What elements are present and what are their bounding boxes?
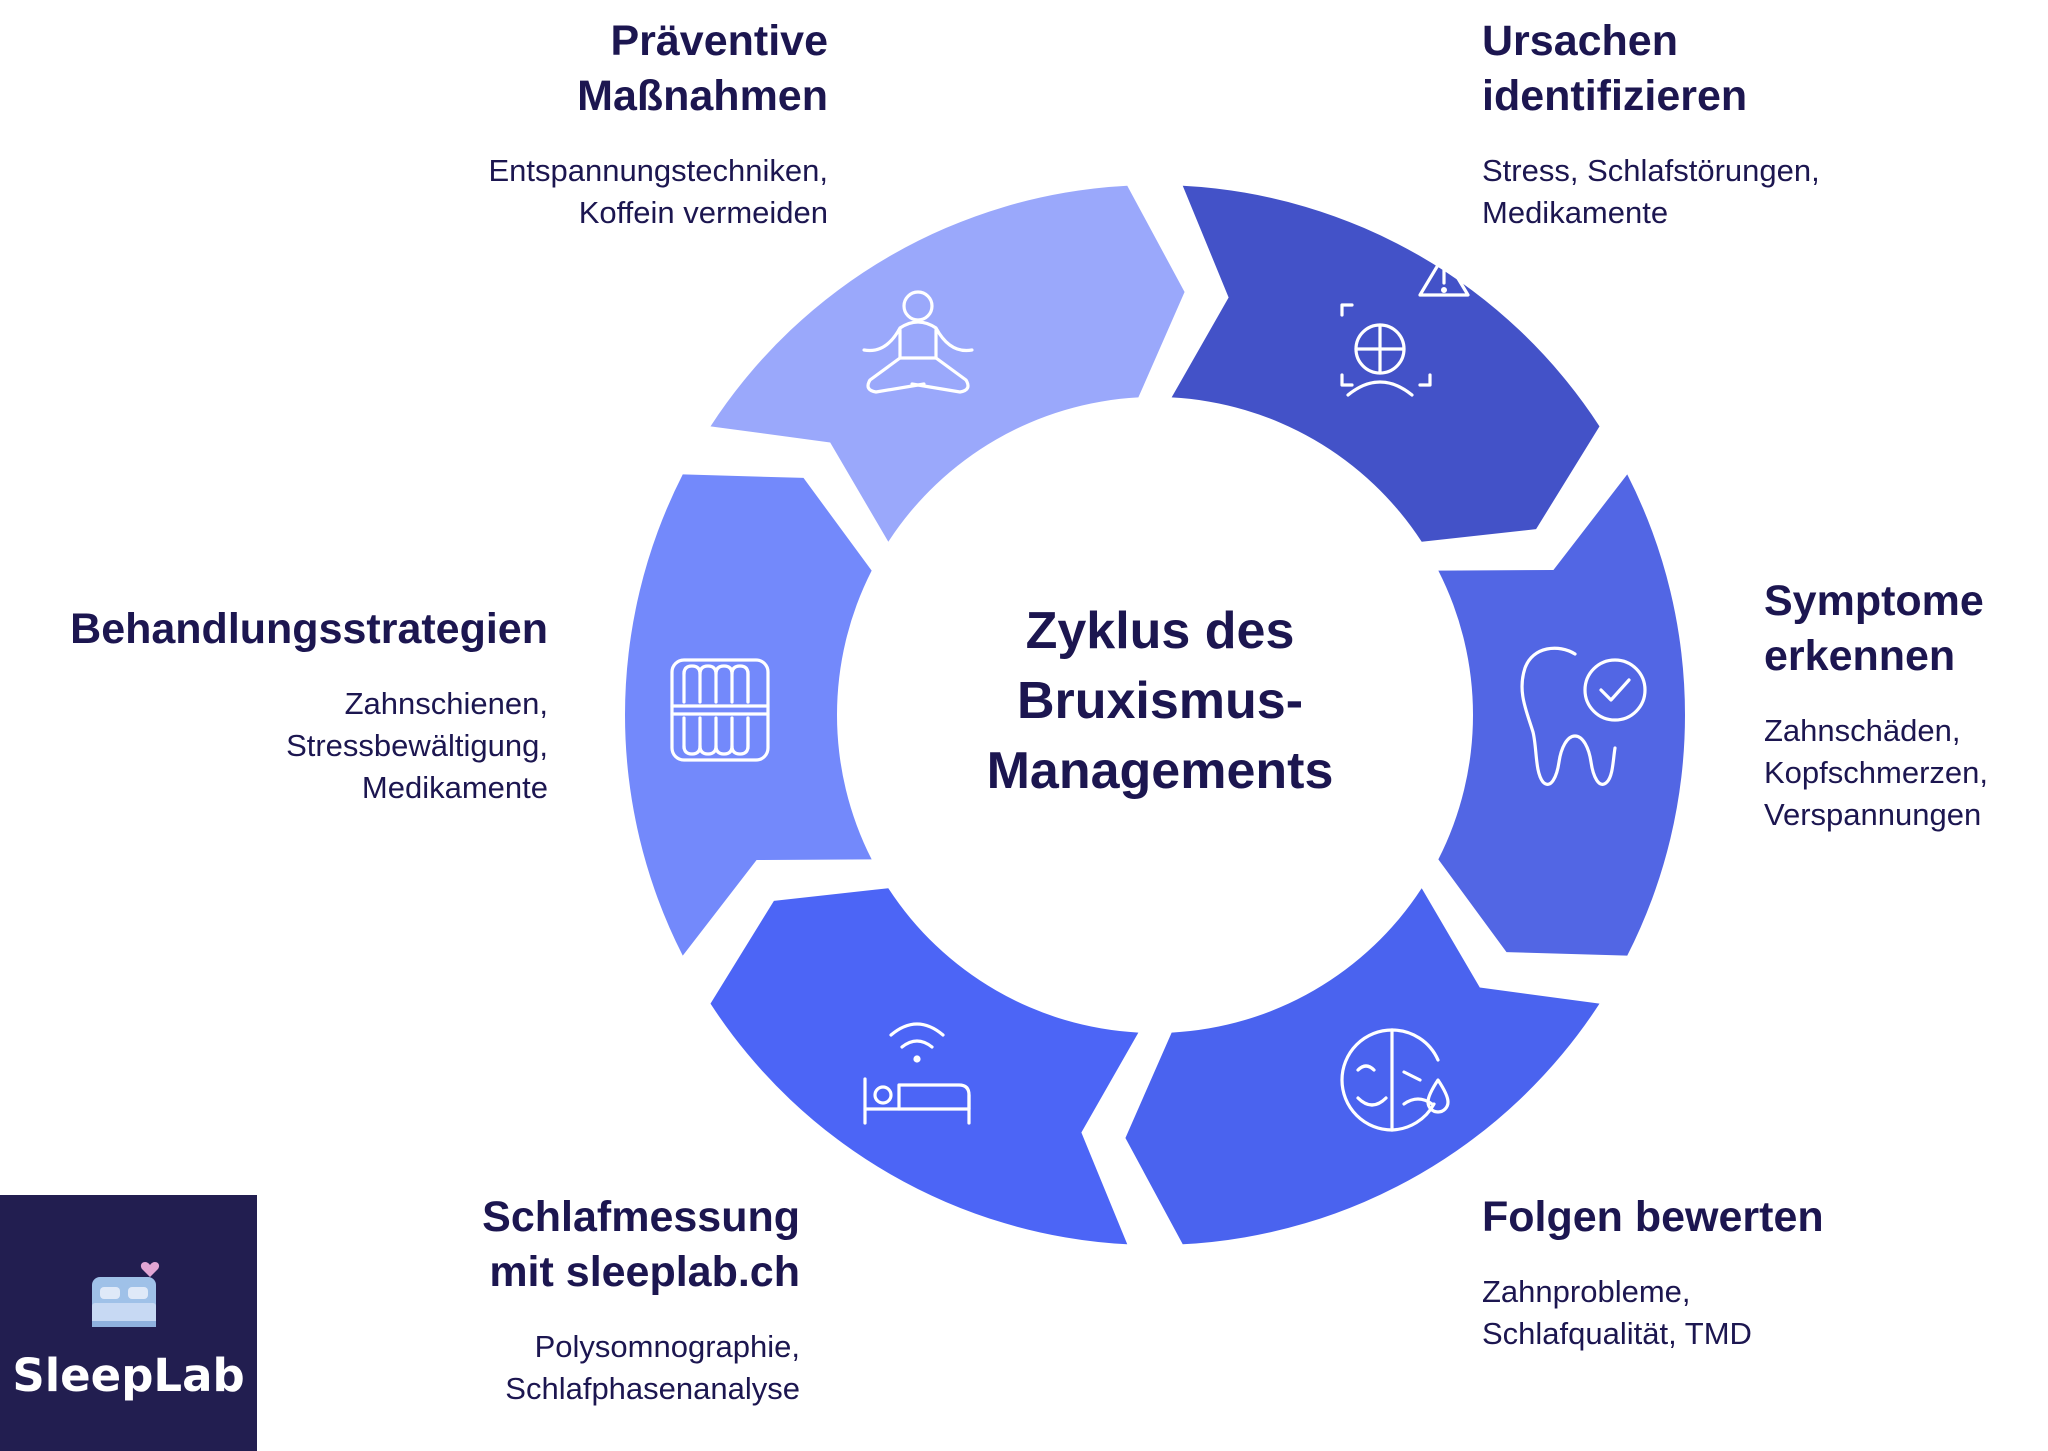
cycle-title: Zyklus des Bruxismus- Managements (986, 602, 1334, 800)
meditation-icon (862, 290, 974, 394)
logo-text: SleepLab (12, 1349, 245, 1402)
bed-heart-icon (92, 1262, 160, 1327)
cycle-segment-ursachen (1171, 185, 1600, 542)
stage-title: Schlafmessung mit sleeplab.ch (482, 1193, 800, 1296)
cycle-segment-schlafmessung (710, 888, 1139, 1245)
stage-description: Stress, Schlafstörungen, Medikamente (1482, 153, 1820, 230)
stage-symptome: Symptome erkennen Zahnschäden, Kopfschme… (1764, 574, 2044, 836)
sad-face-tear-icon (1340, 1028, 1450, 1132)
stage-description: Entspannungstechniken, Koffein vermeiden (488, 153, 828, 230)
stage-schlafmessung: Schlafmessung mit sleeplab.ch Polysomnog… (280, 1190, 800, 1410)
stage-title: Folgen bewerten (1482, 1193, 1824, 1241)
stage-title: Symptome erkennen (1764, 577, 1984, 680)
face-scan-warning-icon (1340, 253, 1470, 397)
stage-description: Zahnschienen, Stressbewältigung, Medikam… (286, 686, 548, 805)
stage-title: Präventive Maßnahmen (577, 17, 828, 120)
cycle-segment-praevention (710, 185, 1185, 542)
stage-behandlung: Behandlungsstrategien Zahnschienen, Stre… (40, 602, 548, 809)
teeth-splint-icon (670, 658, 770, 762)
stage-praevention: Präventive Maßnahmen Entspannungstechnik… (300, 14, 828, 234)
bed-wifi-icon (863, 1022, 971, 1125)
cycle-segment-symptome (1438, 474, 1685, 956)
stage-description: Polysomnographie, Schlafphasenanalyse (505, 1329, 800, 1406)
stage-title: Ursachen identifizieren (1482, 17, 1748, 120)
stage-ursachen: Ursachen identifizieren Stress, Schlafst… (1482, 14, 2022, 234)
stage-description: Zahnschäden, Kopfschmerzen, Verspannunge… (1764, 713, 1988, 832)
tooth-check-icon (1520, 646, 1647, 786)
stage-folgen: Folgen bewerten Zahnprobleme, Schlafqual… (1482, 1190, 2022, 1355)
sleeplab-logo: SleepLab (0, 1195, 257, 1451)
stage-title: Behandlungsstrategien (70, 605, 548, 653)
stage-description: Zahnprobleme, Schlafqualität, TMD (1482, 1274, 1752, 1351)
